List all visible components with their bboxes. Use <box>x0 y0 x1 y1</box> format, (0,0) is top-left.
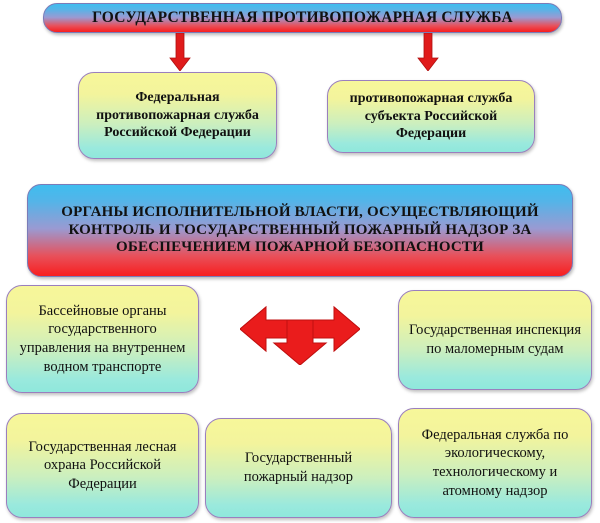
node-state-forest-guard: Государственная лесная охрана Российской… <box>6 413 199 518</box>
executive-authorities-banner-text: ОРГАНЫ ИСПОЛНИТЕЛЬНОЙ ВЛАСТИ, ОСУЩЕСТВЛЯ… <box>61 203 539 256</box>
title-banner: ГОСУДАРСТВЕННАЯ ПРОТИВОПОЖАРНАЯ СЛУЖБА <box>43 3 562 33</box>
down-arrow-icon-subject <box>417 33 439 71</box>
node-state-forest-guard-label: Государственная лесная охрана Российской… <box>28 438 177 492</box>
title-banner-text: ГОСУДАРСТВЕННАЯ ПРОТИВОПОЖАРНАЯ СЛУЖБА <box>92 8 513 26</box>
node-subject-fire-service: противопожарная служба субъекта Российск… <box>327 80 535 153</box>
node-basin-water-transport-label: Бассейновые органы государственного упра… <box>19 302 186 375</box>
executive-authorities-banner: ОРГАНЫ ИСПОЛНИТЕЛЬНОЙ ВЛАСТИ, ОСУЩЕСТВЛЯ… <box>27 184 573 277</box>
down-arrow-icon-federal <box>169 33 191 71</box>
node-federal-fire-service: Федеральная противопожарная служба Росси… <box>78 72 277 159</box>
node-basin-water-transport: Бассейновые органы государственного упра… <box>6 285 199 393</box>
node-subject-fire-service-label: противопожарная служба субъекта Российск… <box>349 90 513 142</box>
node-ecology-technology-atomic-supervision-label: Федеральная служба по экологическому, те… <box>421 426 569 499</box>
node-ecology-technology-atomic-supervision: Федеральная служба по экологическому, те… <box>398 408 592 518</box>
node-federal-fire-service-label: Федеральная противопожарная служба Росси… <box>96 89 259 141</box>
node-small-vessels-inspection-label: Государственная инспекция по маломерным … <box>409 322 581 357</box>
node-state-fire-supervision-label: Государственный пожарный надзор <box>243 450 354 485</box>
node-state-fire-supervision: Государственный пожарный надзор <box>205 418 392 518</box>
node-small-vessels-inspection: Государственная инспекция по маломерным … <box>398 290 592 390</box>
tri-directional-arrow-icon <box>240 305 360 365</box>
